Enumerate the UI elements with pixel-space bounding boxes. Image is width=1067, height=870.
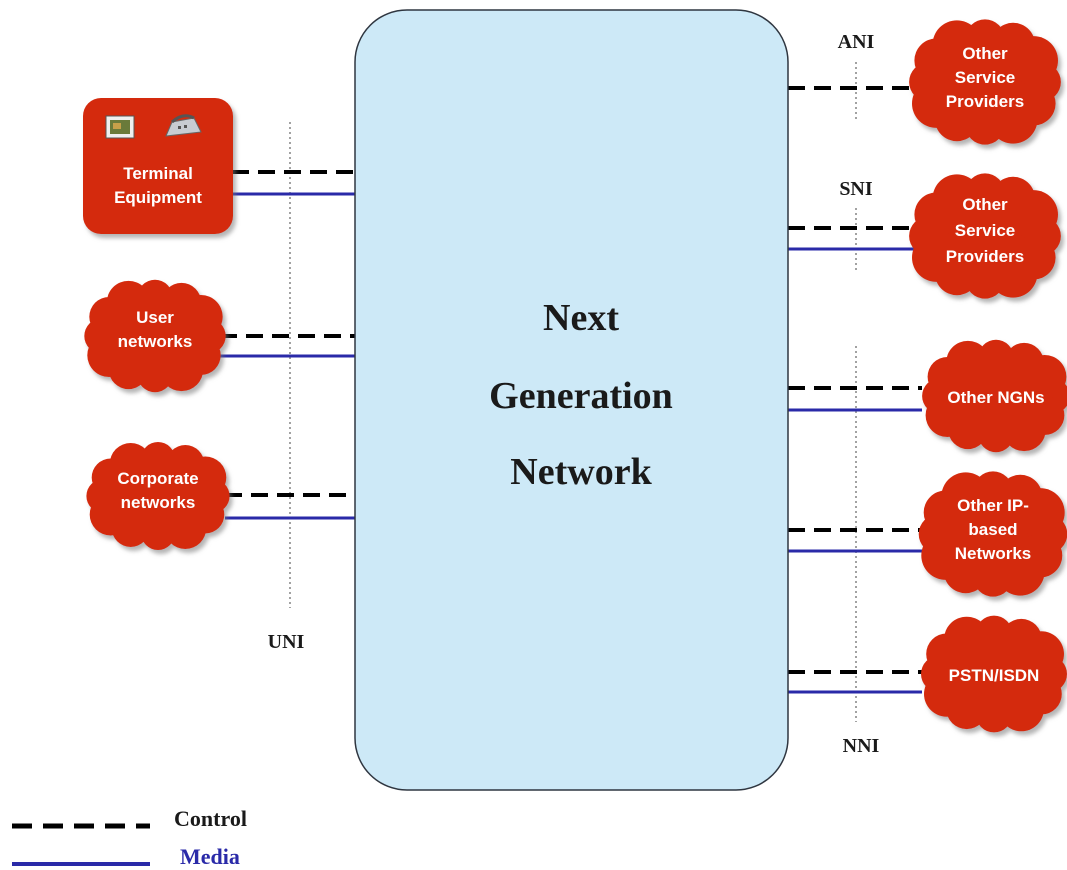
osp-ani-label-line-2: Service (955, 68, 1016, 87)
legend-control-label: Control (174, 806, 247, 831)
tv-icon (105, 115, 135, 139)
user-networks-label-line-1: User (136, 308, 174, 327)
nni-label: NNI (843, 735, 880, 757)
user-networks-cloud (84, 279, 226, 393)
corporate-networks-label-line-2: networks (121, 493, 196, 512)
left-connections (220, 170, 356, 520)
osp-ani-label-line-1: Other (962, 44, 1008, 63)
center-title-line-3: Network (510, 451, 652, 493)
terminal-label-line-2: Equipment (114, 188, 202, 207)
phone-icon (165, 114, 202, 137)
center-title-line-1: Next (543, 297, 619, 339)
terminal-equipment-node: Terminal Equipment (83, 98, 233, 234)
uni-label: UNI (268, 631, 305, 653)
corporate-networks-label-line-1: Corporate (117, 469, 198, 488)
osp-ani-label-line-3: Providers (946, 92, 1024, 111)
pstn-isdn-label: PSTN/ISDN (949, 666, 1040, 685)
right-connections (788, 86, 922, 694)
next-generation-network-box (354, 9, 789, 791)
ani-label: ANI (838, 31, 875, 53)
other-ip-label-line-1: Other IP- (957, 496, 1029, 515)
user-networks-label-line-2: networks (118, 332, 193, 351)
center-title-line-2: Generation (489, 375, 673, 417)
other-service-providers-sni-cloud (909, 173, 1061, 299)
corporate-networks-cloud (86, 442, 230, 550)
osp-sni-label-line-1: Other (962, 195, 1008, 214)
legend-media-label: Media (180, 844, 240, 869)
legend: Control Media (12, 806, 247, 869)
other-ip-networks-cloud (918, 471, 1067, 597)
other-ip-label-line-2: based (968, 520, 1017, 539)
other-ngns-cloud (922, 339, 1067, 453)
other-service-providers-ani-cloud (909, 19, 1061, 145)
other-ngns-label: Other NGNs (947, 388, 1044, 407)
pstn-isdn-cloud (921, 615, 1067, 733)
terminal-label-line-1: Terminal (123, 164, 193, 183)
osp-sni-label-line-3: Providers (946, 247, 1024, 266)
osp-sni-label-line-2: Service (955, 221, 1016, 240)
other-ip-label-line-3: Networks (955, 544, 1032, 563)
sni-label: SNI (839, 178, 873, 200)
